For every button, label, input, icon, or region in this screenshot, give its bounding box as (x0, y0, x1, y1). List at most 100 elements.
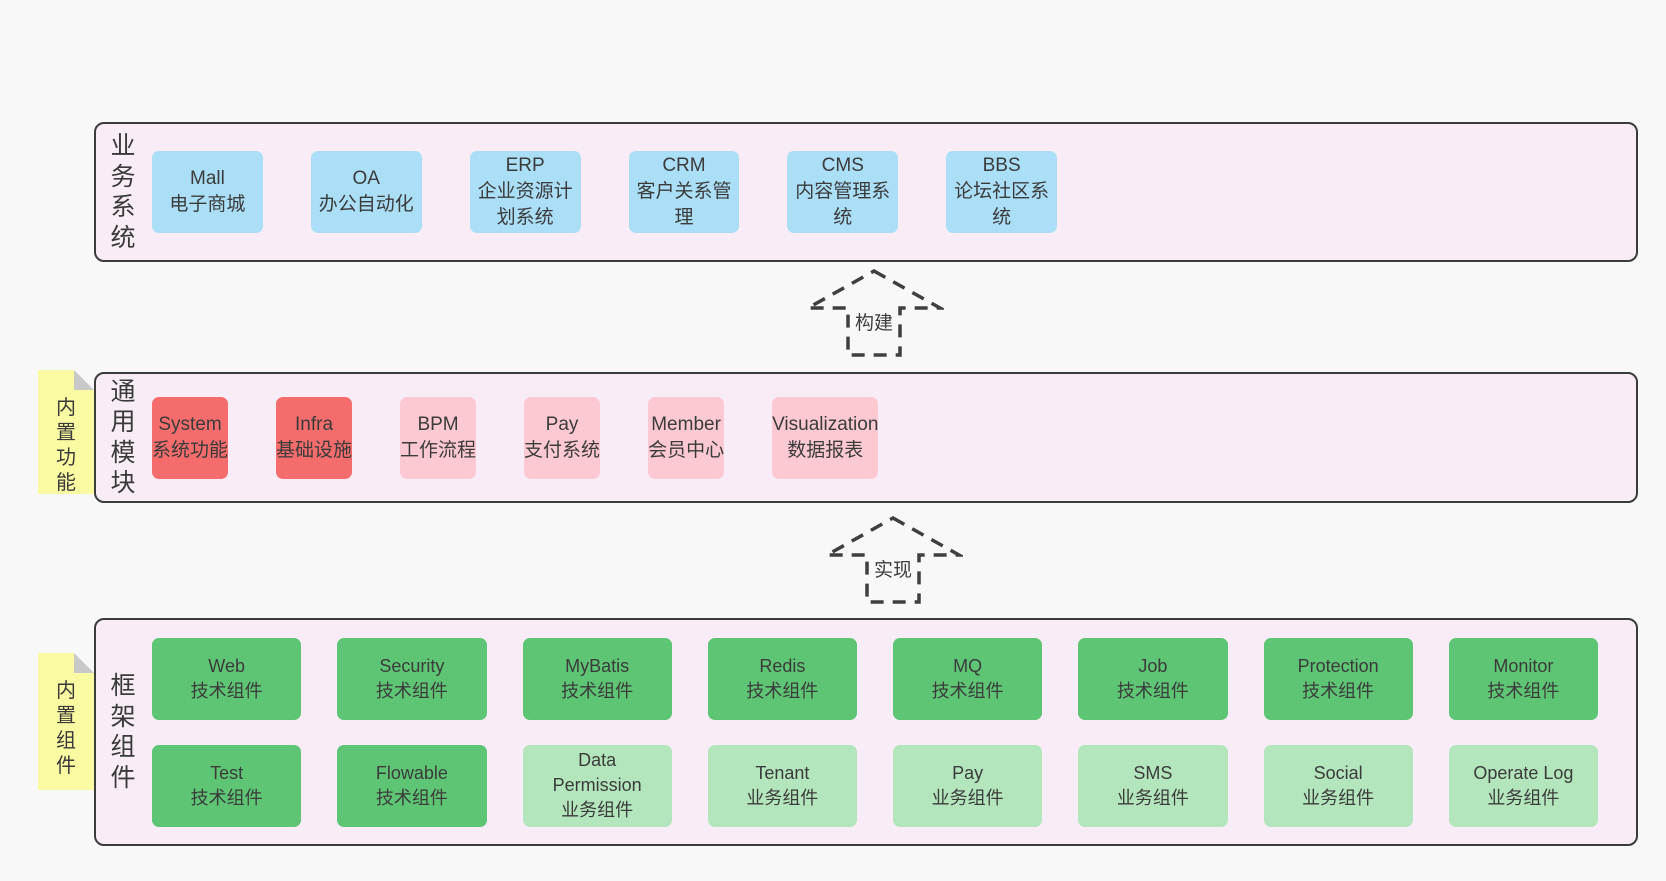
box-mall: Mall 电子商城 (152, 151, 263, 233)
box-mybatis: MyBatis 技术组件 (522, 637, 672, 720)
box-bbs: BBS 论坛社区系统 (946, 151, 1058, 233)
box-subtitle: 技术组件 (561, 680, 634, 701)
box-title: Infra (295, 413, 334, 435)
box-subtitle: 技术组件 (746, 680, 819, 701)
box-title: Web (208, 655, 245, 676)
build-arrow-label: 构建 (854, 313, 893, 334)
box-title: OA (352, 168, 380, 189)
framework-components-panel-label: 框架组件 (110, 672, 136, 792)
box-title: Pay (545, 413, 579, 435)
box-pay-component: Pay 业务组件 (893, 744, 1043, 827)
box-bpm: BPM 工作流程 (400, 396, 477, 479)
box-subtitle: 业务组件 (1487, 787, 1560, 808)
box-title: CMS (821, 155, 864, 176)
box-subtitle: 数据报表 (787, 439, 864, 461)
box-title: System (158, 413, 222, 435)
box-subtitle: 内容管理系统 (795, 181, 891, 228)
box-subtitle: 业务组件 (1302, 787, 1375, 808)
box-member: Member 会员中心 (648, 396, 725, 479)
box-tenant: Tenant 业务组件 (707, 744, 857, 827)
box-title: BPM (417, 413, 459, 435)
box-title: Protection (1297, 655, 1379, 676)
box-subtitle: 客户关系管理 (636, 181, 732, 228)
box-title: BBS (982, 155, 1021, 176)
box-web: Web 技术组件 (152, 637, 302, 720)
box-pay-module: Pay 支付系统 (524, 396, 601, 479)
tech-components-row: Web 技术组件 Security 技术组件 MyBatis 技术组件 Redi… (152, 637, 1598, 720)
box-title: Test (210, 762, 244, 783)
box-title: MyBatis (565, 655, 630, 676)
box-title: Monitor (1493, 655, 1554, 676)
box-subtitle: 基础设施 (276, 439, 353, 461)
box-title: Pay (952, 762, 984, 783)
box-title: Flowable (375, 762, 448, 783)
box-title: Job (1138, 655, 1168, 676)
box-title: Mall (190, 168, 225, 189)
box-title: Visualization (772, 413, 879, 435)
box-title: MQ (953, 655, 983, 676)
box-title: Security (379, 655, 445, 676)
box-subtitle: 支付系统 (524, 439, 601, 461)
implement-arrow-label: 实现 (873, 560, 912, 581)
box-title: SMS (1133, 762, 1173, 783)
box-system: System 系统功能 (152, 396, 229, 479)
box-security: Security 技术组件 (337, 637, 487, 720)
common-modules-row: System 系统功能 Infra 基础设施 BPM 工作流程 Pay 支付系统… (152, 396, 879, 479)
box-infra: Infra 基础设施 (276, 396, 353, 479)
box-social: Social 业务组件 (1263, 744, 1413, 827)
box-erp: ERP 企业资源计划系统 (469, 151, 581, 233)
box-subtitle: 论坛社区系统 (954, 181, 1050, 228)
box-redis: Redis 技术组件 (707, 637, 857, 720)
box-sms: SMS 业务组件 (1078, 744, 1228, 827)
box-subtitle: 企业资源计划系统 (477, 181, 573, 228)
box-subtitle: 技术组件 (190, 787, 263, 808)
box-subtitle: 业务组件 (931, 787, 1004, 808)
biz-components-row: Test 技术组件 Flowable 技术组件 Data Permission … (152, 744, 1598, 827)
box-oa: OA 办公自动化 (310, 151, 422, 233)
box-subtitle: 业务组件 (1116, 787, 1189, 808)
box-cms: CMS 内容管理系统 (787, 151, 899, 233)
box-mq: MQ 技术组件 (893, 637, 1043, 720)
business-systems-panel-label: 业务系统 (110, 132, 136, 252)
box-subtitle: 技术组件 (1302, 680, 1375, 701)
box-job: Job 技术组件 (1078, 637, 1228, 720)
box-subtitle: 技术组件 (375, 787, 448, 808)
common-modules-panel: 通用模块 System 系统功能 Infra 基础设施 BPM 工作流程 Pay… (94, 372, 1638, 503)
box-subtitle: 技术组件 (375, 680, 448, 701)
box-visualization: Visualization 数据报表 (772, 396, 879, 479)
box-data-permission: Data Permission 业务组件 (522, 744, 672, 827)
box-crm: CRM 客户关系管理 (628, 151, 740, 233)
framework-components-panel: 框架组件 Web 技术组件 Security 技术组件 MyBatis 技术组件… (94, 618, 1638, 846)
box-monitor: Monitor 技术组件 (1448, 637, 1598, 720)
box-test: Test 技术组件 (152, 744, 302, 827)
note-label: 内置组件 (56, 680, 76, 777)
common-modules-panel-label: 通用模块 (110, 377, 136, 498)
box-title: Redis (759, 655, 806, 676)
box-subtitle: 电子商城 (169, 194, 246, 215)
framework-components-rows: Web 技术组件 Security 技术组件 MyBatis 技术组件 Redi… (96, 637, 1636, 827)
box-subtitle: 系统功能 (152, 439, 229, 461)
box-subtitle: 业务组件 (746, 787, 819, 808)
implement-arrow: 实现 (823, 515, 963, 605)
box-flowable: Flowable 技术组件 (337, 744, 487, 827)
sticky-note-builtin-functions: 内置功能 (38, 370, 94, 494)
folded-corner-icon (74, 370, 94, 390)
box-title: ERP (505, 155, 545, 176)
box-subtitle: 办公自动化 (318, 194, 414, 215)
box-title: CRM (662, 155, 706, 176)
up-arrow-icon (823, 515, 963, 604)
box-subtitle: 技术组件 (1487, 680, 1560, 701)
box-title: Operate Log (1473, 762, 1574, 783)
box-subtitle: 工作流程 (400, 439, 477, 461)
box-subtitle: 技术组件 (190, 680, 263, 701)
box-title: Tenant (755, 762, 810, 783)
business-systems-row: Mall 电子商城 OA 办公自动化 ERP 企业资源计划系统 CRM 客户关系… (152, 151, 1058, 233)
box-title: Social (1313, 762, 1363, 783)
box-title: Member (651, 413, 721, 435)
box-subtitle: 会员中心 (648, 439, 725, 461)
box-subtitle: 业务组件 (561, 800, 634, 820)
business-systems-panel: 业务系统 Mall 电子商城 OA 办公自动化 ERP 企业资源计划系统 CRM… (94, 122, 1638, 262)
sticky-note-builtin-components: 内置组件 (38, 653, 94, 790)
build-arrow: 构建 (804, 268, 944, 358)
